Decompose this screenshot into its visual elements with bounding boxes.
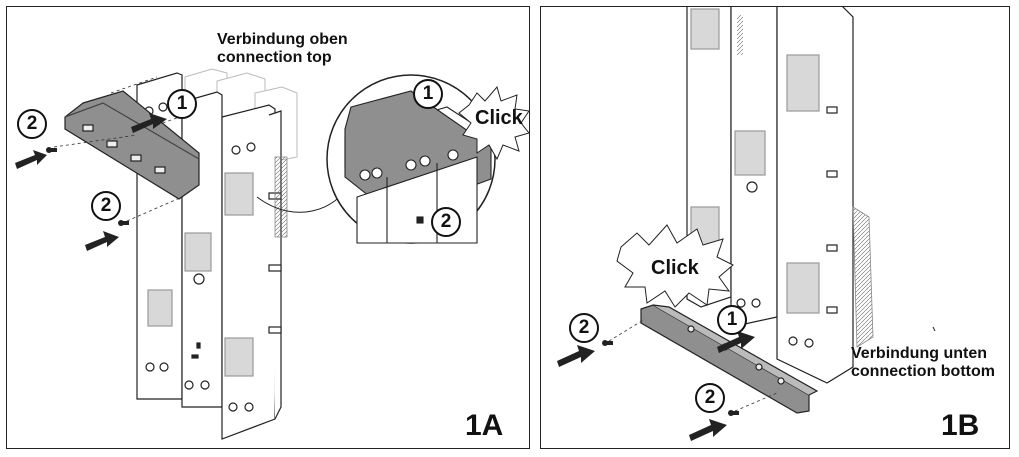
caption-de: Verbindung unten [851, 345, 987, 362]
module-middle [181, 91, 223, 408]
step-2-marker: 2 [91, 191, 121, 221]
push-arrows [15, 113, 167, 251]
panel-tag: 1A [465, 409, 504, 442]
caption-en: connection top [217, 49, 332, 66]
panel-1b-drawing [557, 7, 936, 441]
click-burst [458, 85, 529, 161]
click-burst [616, 224, 734, 308]
module-middle [730, 7, 778, 328]
module-right [221, 104, 282, 440]
panel-1a-drawing [15, 68, 529, 440]
push-arrows [557, 331, 755, 441]
zoom-step-2-marker: 2 [431, 207, 461, 237]
step-1-marker: 1 [717, 305, 747, 335]
screw-icons [46, 147, 129, 226]
ribbon-connector [274, 156, 288, 238]
panel-1a: Verbindung oben connection top 2 2 1 1 2… [6, 6, 530, 449]
click-label: Click [651, 257, 699, 279]
guide-lines [608, 296, 778, 412]
ribbon-connector [852, 206, 874, 348]
caption-de: Verbindung oben [217, 31, 348, 48]
click-label: Click [475, 107, 523, 129]
panel-1b: Click 2 2 1 Verbindung unten connection … [540, 6, 1010, 449]
zoom-step-1-marker: 1 [413, 79, 443, 109]
step-2-marker: 2 [695, 383, 725, 413]
step-1-marker: 1 [167, 89, 197, 119]
zoom-detail [344, 90, 492, 244]
step-2-marker: 2 [569, 313, 599, 343]
panel-tag: 1B [941, 409, 980, 442]
caption-en: connection bottom [851, 363, 995, 380]
screw-icons [602, 340, 739, 416]
module-right [776, 7, 854, 384]
top-bracket [64, 90, 200, 200]
step-2-marker: 2 [17, 109, 47, 139]
